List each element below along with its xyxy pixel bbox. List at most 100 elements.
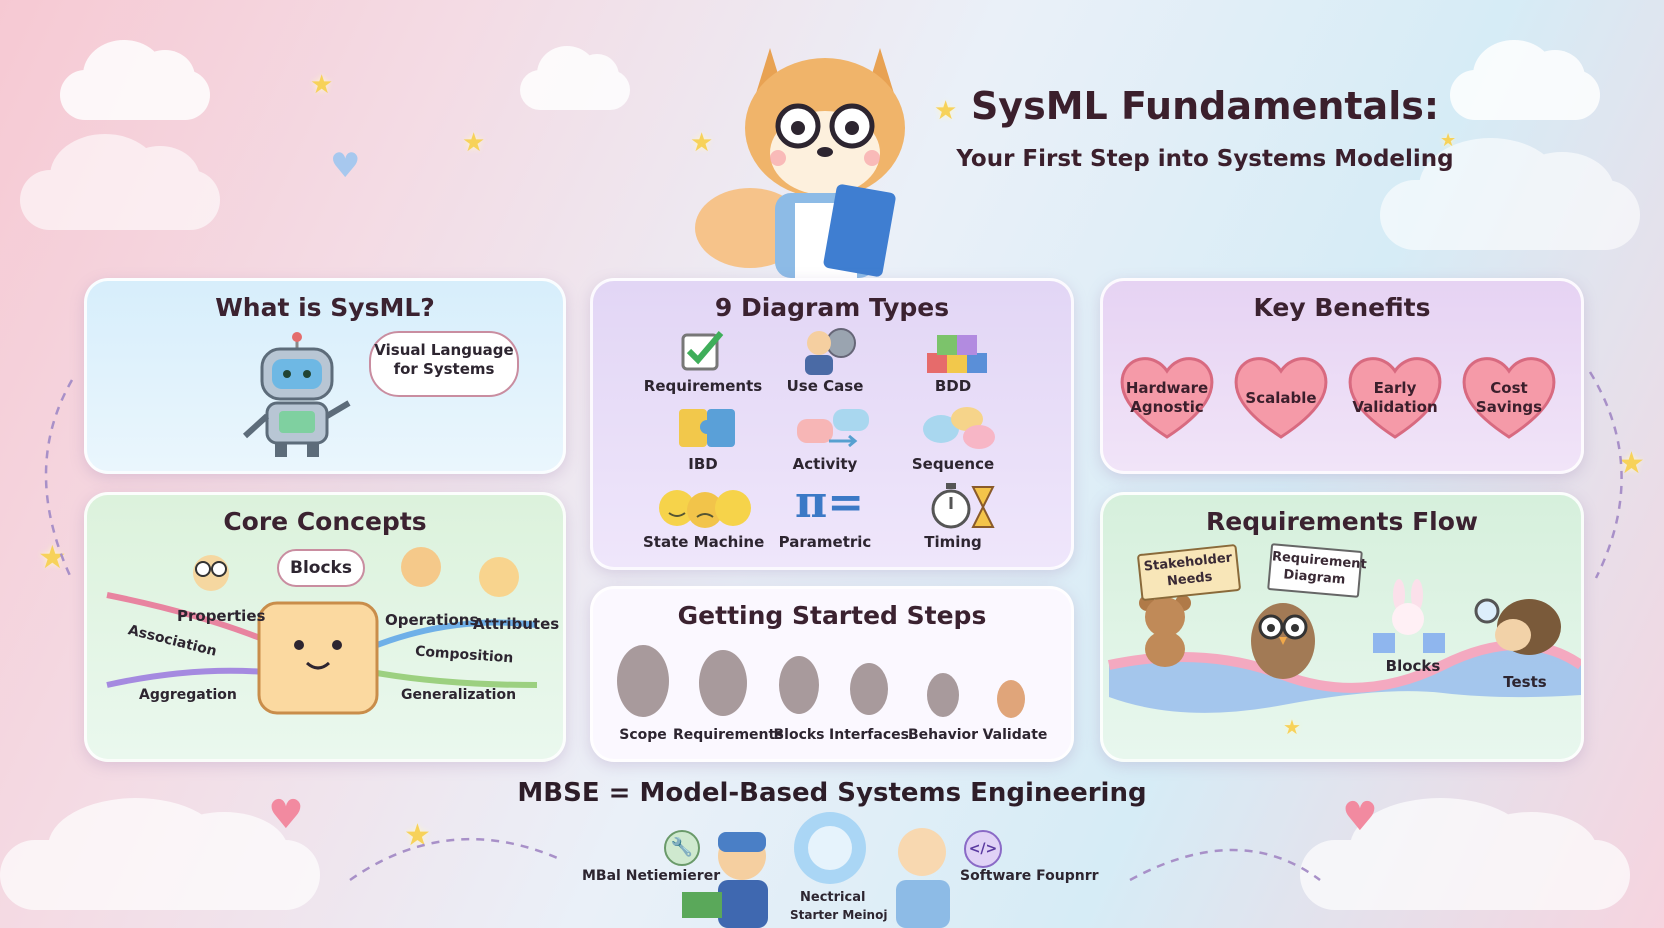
step-label: Validate bbox=[982, 727, 1048, 743]
star-icon: ★ bbox=[462, 128, 486, 158]
heart-icon bbox=[1120, 357, 1214, 439]
benefit-line: Agnostic bbox=[1130, 398, 1204, 416]
diagram-label: Timing bbox=[924, 533, 982, 551]
what-is-sysml-panel: What is SysML? Visual Language for Syste… bbox=[84, 278, 566, 474]
diagram-types-panel: 9 Diagram Types Requirements Use Case BD… bbox=[590, 278, 1074, 570]
star-icon: ★ bbox=[1283, 715, 1301, 739]
bunny-icon bbox=[1373, 579, 1445, 653]
mbse-role-label: Nectrical bbox=[800, 890, 866, 905]
ribbons-icon bbox=[106, 547, 538, 715]
mbse-role-label: Software Foupnrr bbox=[960, 868, 1099, 884]
step-label: Requirements bbox=[673, 727, 784, 743]
star-icon: ★ bbox=[690, 128, 714, 158]
cloud bbox=[0, 798, 320, 910]
heart-icon: ♥ bbox=[268, 792, 304, 838]
diagram-label: IBD bbox=[688, 455, 718, 473]
concept-label: Operations bbox=[385, 611, 479, 629]
cloud bbox=[60, 40, 210, 120]
benefit-line: Scalable bbox=[1245, 389, 1317, 407]
diagram-label: Requirements bbox=[643, 377, 763, 395]
hedgehog-icon bbox=[1474, 598, 1561, 655]
mbse-role-label: Starter Meinoj bbox=[790, 908, 888, 922]
benefit-line: Hardware bbox=[1125, 379, 1209, 397]
puzzle-icon bbox=[679, 409, 735, 447]
robot-icon bbox=[242, 332, 351, 457]
page-title: SysML Fundamentals: bbox=[970, 84, 1440, 128]
owl-icon bbox=[1251, 603, 1315, 679]
heart-icon bbox=[1348, 357, 1442, 439]
step-label: Behavior bbox=[907, 727, 979, 743]
star-icon: ★ bbox=[934, 96, 958, 126]
chat-bubbles-icon bbox=[923, 407, 995, 449]
panel-title: Requirements Flow bbox=[1205, 507, 1478, 536]
blocks-bubble: Blocks bbox=[277, 549, 365, 587]
flow-label: Tests bbox=[1503, 673, 1547, 691]
star-icon: ★ bbox=[310, 70, 334, 100]
checkbox-icon bbox=[681, 331, 724, 371]
benefit-line: Validation bbox=[1352, 398, 1438, 416]
stakeholder-sign: Stakeholder Needs bbox=[1136, 543, 1242, 602]
diagram-label: Use Case bbox=[786, 377, 864, 395]
concept-label: Generalization bbox=[401, 687, 517, 703]
mbse-role-label: MBal Netiemierer bbox=[582, 868, 721, 884]
benefit-line: Early bbox=[1373, 379, 1417, 397]
code-icon: </> bbox=[964, 830, 1002, 868]
panel-title: 9 Diagram Types bbox=[714, 293, 950, 322]
page-subtitle: Your First Step into Systems Modeling bbox=[956, 146, 1454, 172]
benefit-line: Cost bbox=[1490, 379, 1528, 397]
flow-label: Blocks bbox=[1385, 657, 1441, 675]
user-gear-icon bbox=[805, 328, 856, 375]
benefit-line: Savings bbox=[1475, 398, 1543, 416]
step-label: Blocks bbox=[773, 727, 825, 743]
concept-label: Attributes bbox=[473, 615, 560, 633]
bubble-line: Visual Language bbox=[374, 341, 514, 359]
heart-icon bbox=[1234, 357, 1328, 439]
cloud bbox=[1300, 798, 1630, 910]
shiba-mascot-icon bbox=[695, 48, 905, 278]
requirement-diagram-sign: Requirement Diagram bbox=[1267, 543, 1367, 598]
panel-title: Core Concepts bbox=[223, 507, 427, 536]
star-icon: ★ bbox=[1440, 130, 1457, 151]
mbse-figures-icon bbox=[682, 812, 950, 928]
faces-icon bbox=[659, 490, 751, 528]
benefit-heart: Scalable bbox=[1231, 351, 1331, 441]
diagram-label: Sequence bbox=[911, 455, 995, 473]
diagram-label: Parametric bbox=[778, 533, 872, 551]
panel-title: Getting Started Steps bbox=[677, 601, 987, 630]
bubble-line: for Systems bbox=[393, 360, 495, 378]
star-icon: ★ bbox=[38, 538, 67, 576]
cubes-icon bbox=[927, 335, 987, 373]
cloud bbox=[1450, 40, 1600, 120]
stopwatch-hourglass-icon bbox=[931, 483, 995, 529]
cloud bbox=[20, 134, 220, 230]
cloud bbox=[520, 46, 630, 110]
getting-started-panel: Getting Started Steps Scope Requirements… bbox=[590, 586, 1074, 762]
heart-icon: ♥ bbox=[1342, 794, 1378, 840]
chat-arrows-icon bbox=[797, 409, 869, 448]
speech-bubble: Visual Language for Systems bbox=[369, 331, 519, 397]
core-concepts-panel: Core Concepts Blocks Properties Operatio… bbox=[84, 492, 566, 762]
mbse-title: MBSE = Model-Based Systems Engineering bbox=[517, 778, 1147, 808]
star-icon: ★ bbox=[1618, 446, 1645, 481]
step-label: Scope bbox=[619, 727, 667, 743]
bear-icon bbox=[1139, 595, 1191, 667]
diagram-label: Activity bbox=[792, 455, 858, 473]
concept-label: Properties bbox=[177, 607, 266, 625]
pi-equals-icon: π= bbox=[795, 477, 865, 528]
cloud bbox=[1380, 138, 1640, 250]
wrench-icon: 🔧 bbox=[664, 830, 700, 866]
panel-title: Key Benefits bbox=[1253, 293, 1431, 322]
panel-title: What is SysML? bbox=[215, 293, 435, 322]
concept-label: Aggregation bbox=[139, 687, 237, 703]
step-label: Interfaces bbox=[829, 727, 909, 743]
footprints-icon bbox=[617, 645, 1025, 718]
star-icon: ★ bbox=[404, 818, 431, 853]
diagram-label: State Machine bbox=[643, 533, 765, 551]
requirements-flow-panel: Requirements Flow Stakeholder Needs Requ… bbox=[1100, 492, 1584, 762]
heart-icon: ♥ bbox=[330, 146, 361, 186]
diagram-label: BDD bbox=[934, 377, 972, 395]
